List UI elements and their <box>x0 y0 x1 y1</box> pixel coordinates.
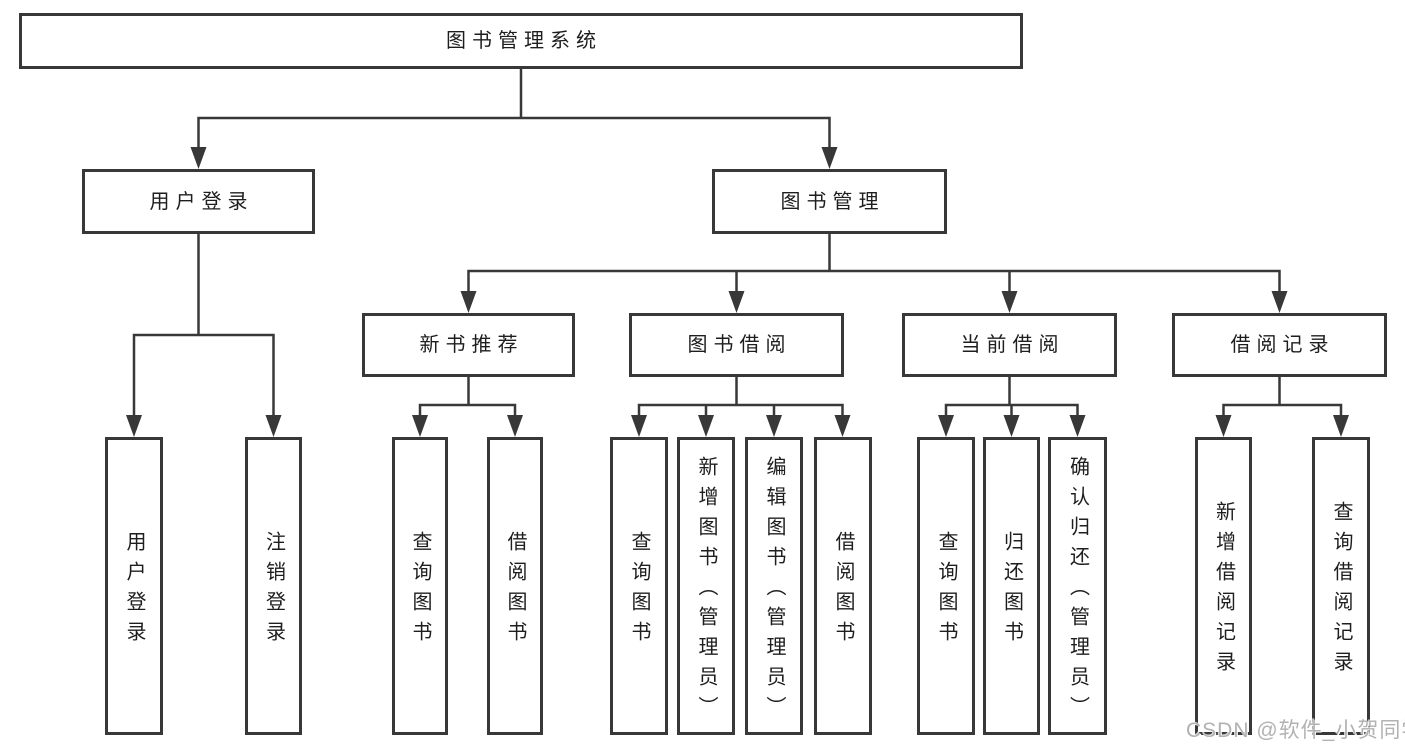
node-return-books: 归还图书 <box>983 437 1040 735</box>
node-user-login: 用户登录 <box>82 169 315 234</box>
node-edit-books-admin: 编辑图书（管理员） <box>745 437 803 735</box>
node-current-borrow: 当前借阅 <box>902 313 1117 377</box>
node-book-management-system: 图书管理系统 <box>19 13 1023 69</box>
node-book-borrow: 图书借阅 <box>629 313 844 377</box>
node-borrow-books-leaf: 借阅图书 <box>814 437 872 735</box>
connector-user-login <box>132 231 275 422</box>
node-label: 查询图书 <box>935 531 957 651</box>
connector-root <box>197 66 831 152</box>
node-label: 当前借阅 <box>960 334 1065 356</box>
node-new-book-recommend: 新书推荐 <box>362 313 575 377</box>
node-query-books-current: 查询图书 <box>917 437 975 735</box>
node-user-login-leaf: 用户登录 <box>105 437 163 735</box>
node-borrow-books-recommend: 借阅图书 <box>487 437 543 735</box>
node-label: 借阅图书 <box>832 531 854 651</box>
node-label: 图书管理系统 <box>446 30 602 52</box>
node-label: 注销登录 <box>262 531 285 651</box>
arrowheads <box>126 147 1349 437</box>
node-borrow-records: 借阅记录 <box>1172 313 1387 377</box>
csdn-watermark: CSDN @软件_小贺同学 <box>1186 719 1405 742</box>
connector-new-book-recommend <box>418 375 517 422</box>
node-query-books-borrow: 查询图书 <box>610 437 668 735</box>
connector-current-borrow <box>944 375 1079 422</box>
node-label: 新书推荐 <box>419 334 524 356</box>
node-label: 图书借阅 <box>687 334 792 356</box>
node-label: 编辑图书（管理员） <box>763 456 785 726</box>
node-label: 确认归还（管理员） <box>1066 456 1089 726</box>
node-label: 借阅记录 <box>1230 334 1335 356</box>
node-label: 图书管理 <box>780 190 885 213</box>
node-label: 查询图书 <box>628 531 650 651</box>
connector-book-management <box>467 231 1281 297</box>
node-label: 用户登录 <box>149 190 254 213</box>
node-logout: 注销登录 <box>245 437 302 735</box>
node-label: 归还图书 <box>1000 531 1023 651</box>
connector-borrow-records <box>1222 375 1343 422</box>
node-query-borrow-record: 查询借阅记录 <box>1312 437 1370 735</box>
node-label: 新增图书（管理员） <box>695 456 717 726</box>
node-label: 新增借阅记录 <box>1212 501 1235 681</box>
node-confirm-return-admin: 确认归还（管理员） <box>1048 437 1107 735</box>
node-label: 用户登录 <box>123 531 145 651</box>
node-book-management: 图书管理 <box>712 169 947 234</box>
node-label: 查询图书 <box>409 531 431 651</box>
node-label: 查询借阅记录 <box>1330 501 1352 681</box>
node-add-borrow-record: 新增借阅记录 <box>1195 437 1252 735</box>
connector-book-borrow <box>637 375 844 422</box>
node-add-books-admin: 新增图书（管理员） <box>677 437 735 735</box>
node-query-books-recommend: 查询图书 <box>392 437 448 735</box>
node-label: 借阅图书 <box>504 531 526 651</box>
